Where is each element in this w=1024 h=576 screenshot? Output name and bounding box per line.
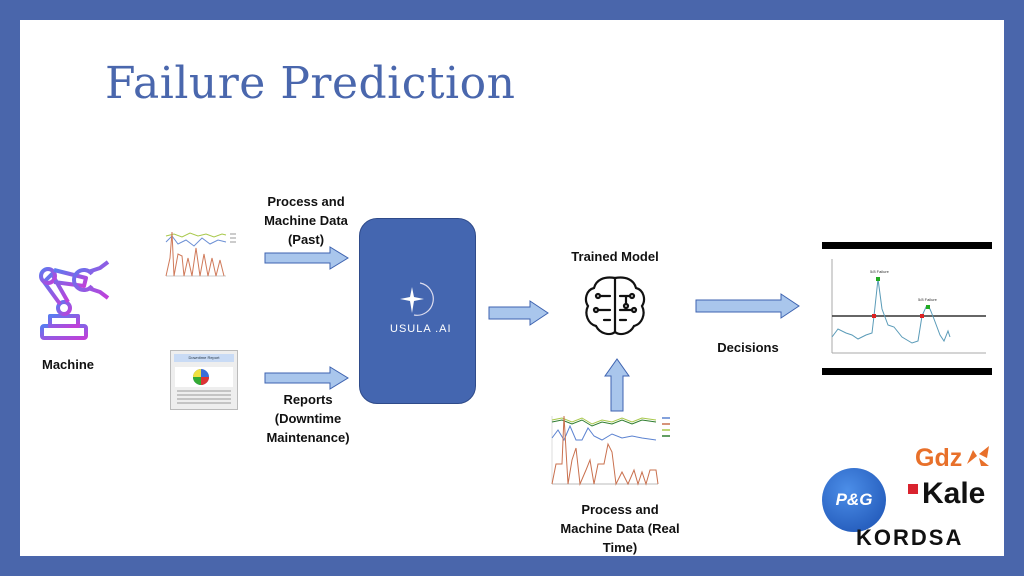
gdz-logo: Gdz <box>915 444 963 472</box>
arrow-right-icon <box>695 293 800 319</box>
failure-prediction-plot: 5/8 Failure 5/8 Failure <box>831 259 986 354</box>
usula-ai-model-box: USULA .AI <box>359 218 476 404</box>
realtime-data-chart-thumbnail <box>551 415 670 486</box>
decision-chart-thumbnail: 5/8 Failure 5/8 Failure <box>822 242 992 375</box>
decisions-label: Decisions <box>717 340 779 355</box>
failure-annotation: 5/8 Failure <box>870 269 890 274</box>
arrow-right-icon <box>264 366 349 390</box>
arrow-up-icon <box>604 358 630 412</box>
page-title: Failure Prediction <box>105 58 516 109</box>
slide: Failure Prediction Machine Downtime Repo… <box>20 20 1004 556</box>
downtime-report-thumbnail: Downtime Report <box>170 350 238 410</box>
kordsa-logo: KORDSA <box>856 525 964 550</box>
machine-label: Machine <box>41 357 94 372</box>
reports-label: Reports (Downtime Maintenance) <box>266 392 350 445</box>
usula-ai-logo-text: USULA .AI <box>390 323 452 335</box>
realtime-data-label: Process and Machine Data (Real Time) <box>560 502 680 555</box>
kale-mark-icon <box>908 484 918 494</box>
kale-logo: Kale <box>922 477 986 510</box>
report-title: Downtime Report <box>174 354 234 362</box>
gdz-mark-icon <box>967 446 989 466</box>
brain-circuit-icon <box>584 276 646 336</box>
arrow-right-icon <box>264 246 349 270</box>
trained-model-label: Trained Model <box>571 249 659 264</box>
report-pie-icon <box>175 367 233 404</box>
failure-annotation: 5/8 Failure <box>918 297 938 302</box>
pg-logo: P&G <box>822 468 886 532</box>
past-data-chart-thumbnail <box>160 228 242 290</box>
robot-arm-icon <box>39 260 110 340</box>
arrow-right-icon <box>488 300 549 326</box>
past-data-label: Process and Machine Data (Past) <box>264 194 348 247</box>
star-logo-icon <box>400 282 434 316</box>
